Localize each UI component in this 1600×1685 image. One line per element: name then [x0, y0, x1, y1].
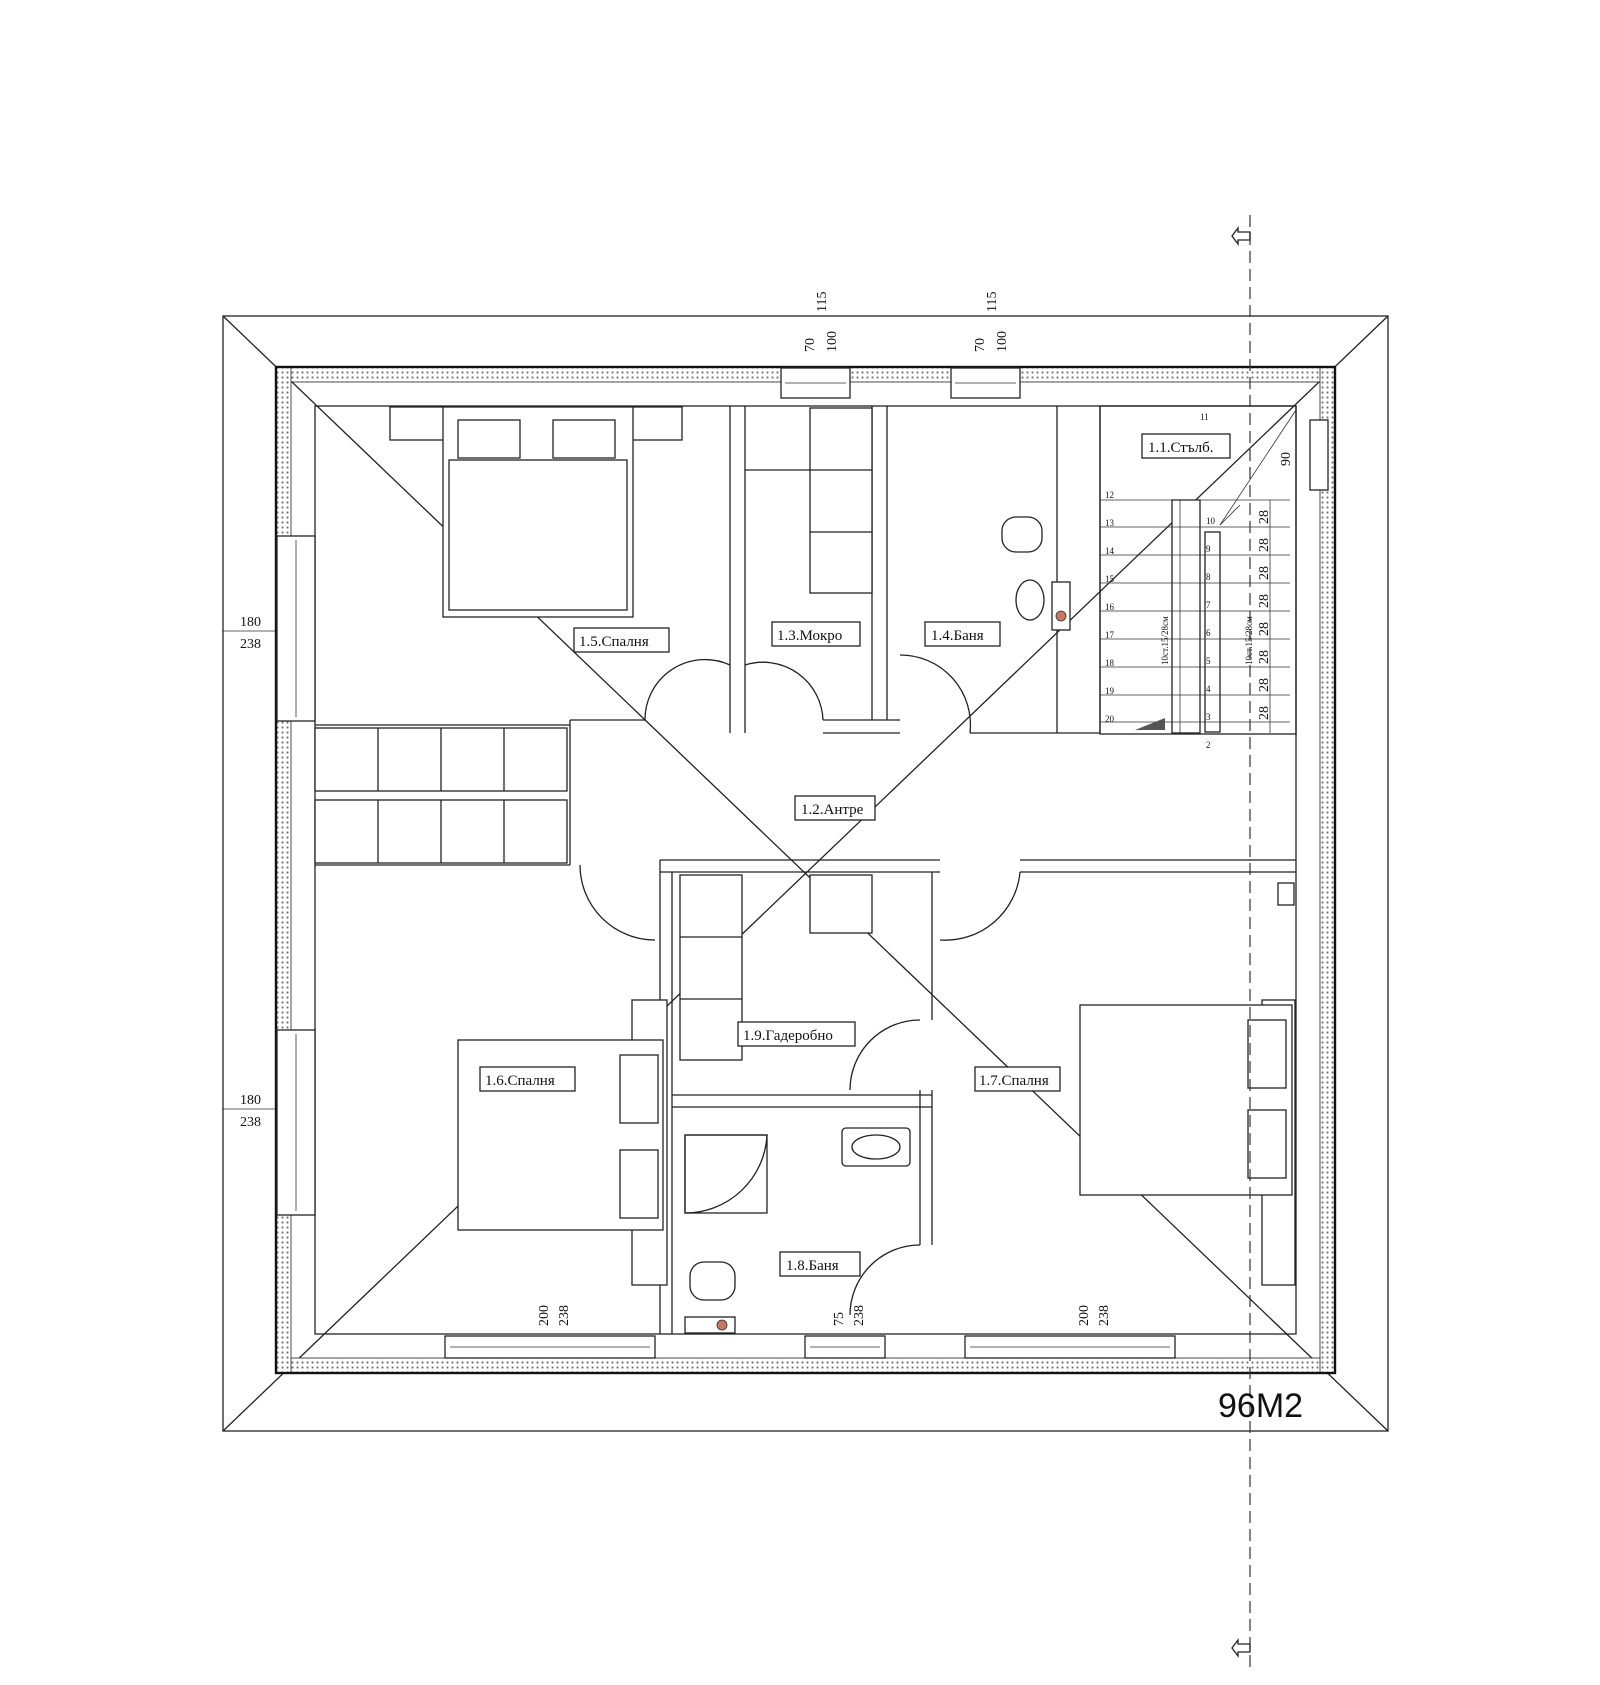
dim-window-top-1-b: 100: [825, 331, 840, 352]
stair-tread-dimension: 28: [1257, 678, 1272, 692]
stair-step-numbers: 11 12 13 14 15 16 17 18 19 20 10 9 8 7 6 5 4 3 2: [1105, 412, 1216, 750]
stair-step-number: 6: [1206, 628, 1211, 638]
stair-tread-dimension: 28: [1257, 538, 1272, 552]
dim-window-bottom-3-b: 238: [1097, 1305, 1112, 1326]
stair-annotations: 10ст.15/28см 10ст.15/28см: [1160, 616, 1254, 665]
stair-step-number: 16: [1105, 602, 1115, 612]
stairs: [1099, 405, 1297, 735]
stair-step-number: 2: [1206, 740, 1211, 750]
dim-window-top-2-b: 100: [995, 331, 1010, 352]
dim-window-top-1-a: 70: [803, 338, 818, 352]
stair-tread-dimension: 28: [1257, 510, 1272, 524]
stair-step-number: 17: [1105, 630, 1115, 640]
stair-step-number: 11: [1200, 412, 1209, 422]
label-dressing-room: 1.9.Гадеробно: [743, 1028, 833, 1044]
stair-step-number: 3: [1206, 712, 1211, 722]
doors: [579, 654, 1021, 1316]
total-area: 96M2: [1218, 1387, 1303, 1425]
dim-window-top-1-c: 115: [815, 292, 830, 312]
stair-tread-dimension: 28: [1257, 622, 1272, 636]
stair-step-number: 5: [1206, 656, 1211, 666]
dim-window-top-2-a: 70: [973, 338, 988, 352]
stair-step-number: 9: [1206, 544, 1211, 554]
stair-tread-dimensions: 28 28 28 28 28 28 28 28: [1257, 510, 1272, 720]
section-axis: [1231, 215, 1251, 1670]
dim-stair-width: 90: [1279, 452, 1294, 466]
dim-window-bottom-1-b: 238: [557, 1305, 572, 1326]
label-bathroom-2: 1.8.Баня: [786, 1258, 839, 1274]
stair-tread-dimension: 28: [1257, 566, 1272, 580]
dim-window-left-lower-width: 180: [240, 1093, 261, 1108]
dim-window-bottom-2-a: 75: [832, 1312, 847, 1326]
dim-window-left-upper-width: 180: [240, 615, 261, 630]
label-hallway: 1.2.Антре: [801, 802, 864, 818]
label-bedroom-1: 1.5.Спалня: [579, 634, 649, 650]
stair-step-number: 10: [1206, 516, 1216, 526]
furniture-bathroom: [684, 419, 1329, 1334]
label-bedroom-2: 1.6.Спалня: [485, 1073, 555, 1089]
stair-step-number: 18: [1105, 658, 1115, 668]
furniture-storage: [314, 407, 873, 1061]
room-labels: 1.1.Стълб. 1.2.Антре 1.3.Мокро 1.4.Баня …: [479, 433, 1231, 1277]
stair-flight-left-note: 10ст.15/28см: [1160, 616, 1170, 665]
stair-step-number: 19: [1105, 686, 1115, 696]
stair-step-number: 8: [1206, 572, 1211, 582]
label-stairwell: 1.1.Стълб.: [1148, 440, 1214, 456]
stair-tread-dimension: 28: [1257, 706, 1272, 720]
dim-window-left-lower-height: 238: [240, 1115, 261, 1130]
dim-window-bottom-1-a: 200: [537, 1305, 552, 1326]
dim-window-left-upper-height: 238: [240, 637, 261, 652]
label-laundry: 1.3.Мокро: [777, 628, 842, 644]
dim-window-bottom-2-b: 238: [852, 1305, 867, 1326]
stair-tread-dimension: 28: [1257, 594, 1272, 608]
dim-window-top-2-c: 115: [985, 292, 1000, 312]
stair-step-number: 7: [1206, 600, 1211, 610]
windows: [276, 367, 1176, 1359]
dim-window-bottom-3-a: 200: [1077, 1305, 1092, 1326]
label-bedroom-3: 1.7.Спалня: [979, 1073, 1049, 1089]
stair-step-number: 13: [1105, 518, 1115, 528]
stair-tread-dimension: 28: [1257, 650, 1272, 664]
stair-step-number: 12: [1105, 490, 1114, 500]
stair-flight-right-note: 10ст.15/28см: [1244, 616, 1254, 665]
dimensions: 180 238 180 238 70 100 115 70 100 115 20…: [222, 292, 1294, 1326]
stair-step-number: 14: [1105, 546, 1115, 556]
stair-step-number: 20: [1105, 714, 1115, 724]
stair-step-number: 15: [1105, 574, 1115, 584]
label-bathroom-1: 1.4.Баня: [931, 628, 984, 644]
stair-step-number: 4: [1206, 684, 1211, 694]
